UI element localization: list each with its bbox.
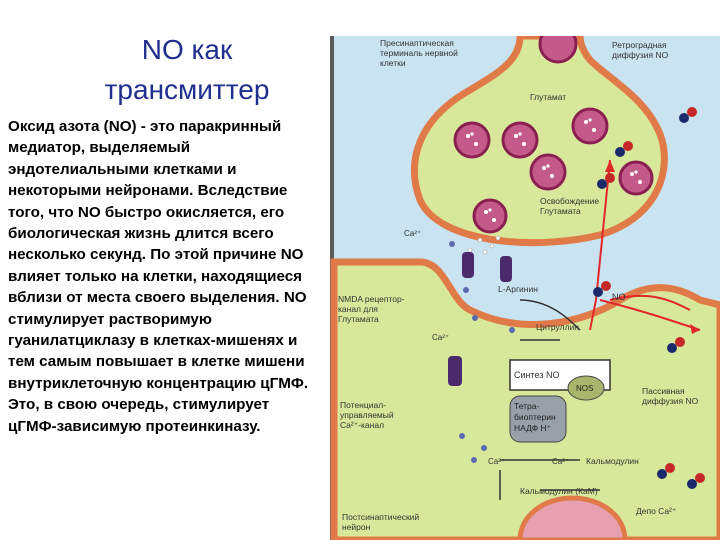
vesicle — [472, 198, 508, 234]
label-nos: NOS — [576, 384, 593, 393]
page-title: NO как трансмиттер — [62, 30, 312, 110]
voltage-channel-icon — [448, 356, 462, 386]
label-nmda: NMDA рецептор- канал для Глутамата — [338, 294, 407, 324]
label-depot: Депо Ca²⁺ — [636, 506, 677, 516]
label-ca-mid: Ca²⁺ — [432, 333, 449, 342]
label-presynaptic: Пресинаптическая терминаль нервной клетк… — [380, 38, 460, 68]
label-calmodulin-ka: Кальмодулин (КаМ) — [520, 486, 598, 496]
title-line-1: NO как — [141, 34, 233, 65]
label-postsynaptic: Постсинаптический нейрон — [342, 512, 422, 532]
label-passive: Пассивная диффузия NO — [642, 386, 699, 406]
label-release: Освобождение Глутамата — [540, 196, 601, 216]
arrow-head — [690, 324, 700, 334]
large-vesicle-top — [538, 36, 578, 64]
no-molecules — [593, 107, 705, 489]
glutamate-vesicles — [453, 107, 654, 234]
label-ca-low2: Ca²⁺ — [552, 457, 569, 466]
presynaptic-terminal — [410, 36, 668, 247]
nmda-receptor-icon — [462, 252, 512, 282]
vesicle-dots — [466, 118, 642, 222]
label-ca-low1: Ca²⁺ — [488, 457, 505, 466]
postsynaptic-neuron-dome — [517, 495, 628, 540]
vesicle — [453, 121, 491, 159]
title-line-2: трансмиттер — [104, 74, 270, 105]
label-citrulline: Цитруллин — [536, 322, 579, 332]
label-glutamate: Глутамат — [530, 92, 566, 102]
released-glutamate — [467, 235, 501, 255]
vesicle — [501, 121, 539, 159]
no-synapse-diagram: Пресинаптическая терминаль нервной клетк… — [330, 36, 720, 540]
label-no-synthase: Синтез NO — [514, 370, 559, 380]
label-no: NO — [612, 292, 626, 302]
cofactor-box — [509, 395, 567, 443]
label-retrograde: Ретроградная диффузия NO — [612, 40, 669, 60]
label-cofactors: Тетра- биоптерин НАДФ H⁺ — [514, 401, 558, 433]
label-l-arginine: L-Аргинин — [498, 284, 538, 294]
vesicle — [529, 153, 567, 191]
arrow-head — [605, 160, 615, 172]
vesicle — [618, 160, 654, 196]
label-voltage-channel: Потенциал- управляемый Ca²⁺-канал — [340, 400, 396, 430]
label-calmodulin: Кальмодулин — [586, 456, 639, 466]
metabolic-arrows — [499, 299, 600, 500]
no-pathway-arrows — [589, 159, 701, 331]
calcium-ions — [449, 241, 515, 463]
vesicle — [571, 107, 609, 145]
label-ca-top: Ca²⁺ — [404, 229, 421, 238]
description-paragraph: Оксид азота (NO) - это паракринный медиа… — [8, 118, 309, 435]
nos-enzyme — [567, 375, 605, 401]
